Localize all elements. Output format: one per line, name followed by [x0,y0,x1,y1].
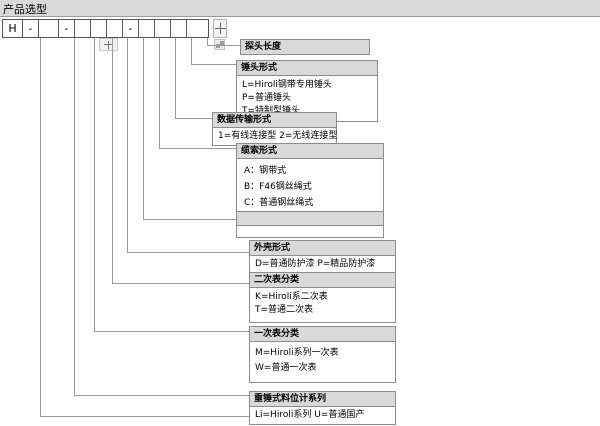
code-cell-9[interactable] [139,20,155,37]
block-body: D=普通防护漆 P=精品防护漆 [250,256,395,273]
option-block-data-transmission: 数据传输形式 1=有线连接型 2=无线连接型 [212,112,337,146]
block-header: 探头长度 [241,40,369,54]
option-line: M=Hiroli系列一次表 [255,348,339,358]
option-block-primary-meter: 一次表分类 M=Hiroli系列一次表 W=普通一次表 [249,326,396,383]
code-cell-10[interactable] [155,20,171,37]
block-header: 一次表分类 [250,327,395,342]
option-block-probe-length: 探头长度 [240,39,370,55]
code-cell-8[interactable]: - [123,20,139,37]
option-line: A：钢带式 [244,166,287,176]
option-block-unlabeled [236,211,384,238]
add-segment-button[interactable] [213,19,227,38]
block-body [237,226,383,237]
block-header: 重锤式料位计系列 [250,392,395,407]
option-line: T=特制型锤头 [242,106,301,116]
block-header: 数据传输形式 [213,113,336,128]
option-line: 1=有线连接型 2=无线连接型 [218,131,338,141]
code-cell-12[interactable] [187,20,208,37]
option-line: K=Hiroli系二次表 [255,292,328,302]
option-block-cable-type: 缆索形式 A：钢带式 B：F46钢丝绳式 C：普通钢丝绳式 [236,143,384,220]
block-body: Li=Hiroli系列 U=普通国产 [250,407,395,424]
option-block-secondary-meter: 二次表分类 K=Hiroli系二次表 T=普通二次表 [249,272,396,323]
block-body: 1=有线连接型 2=无线连接型 [213,128,338,145]
block-header: 二次表分类 [250,273,395,288]
block-body: A：钢带式 B：F46钢丝绳式 C：普通钢丝绳式 [237,159,383,219]
window-title-bar: 产品选型 [0,0,600,17]
option-line: W=普通一次表 [255,363,317,373]
code-cell-5[interactable] [75,20,91,37]
option-block-series: 重锤式料位计系列 Li=Hiroli系列 U=普通国产 [249,391,396,425]
block-header: 缆索形式 [237,144,383,159]
code-cell-3[interactable] [39,20,59,37]
model-code-row: H--- [2,19,209,38]
block-header [237,212,383,226]
option-line: P=普通锤头 [242,93,291,103]
code-cell-4[interactable]: - [59,20,75,37]
resize-grip[interactable] [214,39,225,50]
expand-plus-button[interactable] [99,38,118,51]
block-body: M=Hiroli系列一次表 W=普通一次表 [250,342,395,382]
code-cell-7[interactable] [107,20,123,37]
code-cell-11[interactable] [171,20,187,37]
option-line: B：F46钢丝绳式 [244,182,312,192]
code-cell-1[interactable]: H [3,20,23,37]
block-header: 锤头形式 [237,61,377,76]
option-line: Li=Hiroli系列 U=普通国产 [255,410,365,420]
code-cell-6[interactable] [91,20,107,37]
block-body: K=Hiroli系二次表 T=普通二次表 [250,288,395,322]
option-line: C：普通钢丝绳式 [244,198,314,208]
option-line: L=Hiroli钢带专用锤头 [242,80,332,90]
page-title: 产品选型 [3,3,47,16]
code-cell-2[interactable]: - [23,20,39,37]
option-line: T=普通二次表 [255,305,314,315]
option-block-shell-type: 外壳形式 D=普通防护漆 P=精品防护漆 [249,240,396,274]
block-body: L=Hiroli钢带专用锤头 P=普通锤头 T=特制型锤头 [237,76,377,121]
option-line: D=普通防护漆 P=精品防护漆 [255,259,376,269]
block-header: 外壳形式 [250,241,395,256]
